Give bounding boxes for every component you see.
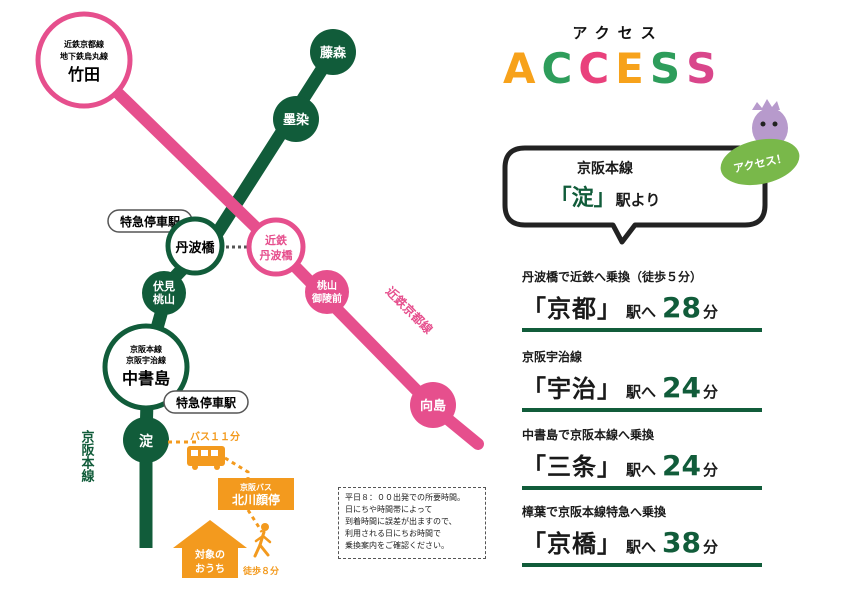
- station-sumizome: 墨染: [273, 96, 319, 142]
- route-rule: [522, 328, 762, 332]
- route-minutes: 24: [662, 449, 701, 482]
- route-sub: 丹波橋で近鉄へ乗換（徒歩５分）: [522, 270, 703, 284]
- station-mukaijima: 向島: [410, 382, 456, 428]
- svg-text:地下鉄烏丸線: 地下鉄烏丸線: [60, 51, 108, 61]
- station-momoyama-goryomae: 桃山 御陵前: [305, 270, 349, 314]
- route-minutes: 28: [662, 291, 701, 324]
- svg-text:特急停車駅: 特急停車駅: [120, 214, 181, 229]
- access-letter: E: [615, 44, 644, 93]
- route-station: 「宇治」: [522, 375, 622, 403]
- access-letter: C: [578, 44, 610, 93]
- access-kana-title: アクセス: [572, 24, 664, 42]
- bubble-station: 「淀」駅より: [540, 180, 670, 212]
- svg-text:中書島: 中書島: [122, 369, 170, 388]
- svg-text:対象の: 対象の: [194, 548, 225, 561]
- timing-note: 平日８：００出発での所要時間。 日にちや時間帯によって 到着時間に誤差が出ますの…: [338, 487, 486, 559]
- route-sub: 樟葉で京阪本線特急へ乗換: [522, 505, 667, 519]
- kintetsu-line: [78, 54, 484, 450]
- route-minutes: 24: [662, 371, 701, 404]
- bubble-line-label: 京阪本線: [577, 161, 633, 177]
- svg-text:近鉄: 近鉄: [265, 233, 288, 247]
- svg-text:向島: 向島: [420, 398, 446, 414]
- svg-text:近鉄京都線: 近鉄京都線: [64, 39, 104, 49]
- express-tag-1: 特急停車駅: [107, 209, 193, 233]
- route-unit: 分: [702, 303, 718, 321]
- svg-text:桃山: 桃山: [317, 279, 337, 292]
- access-letter: S: [649, 44, 681, 93]
- walking-person-icon: [253, 523, 272, 558]
- svg-text:北川顔停: 北川顔停: [232, 492, 280, 507]
- svg-text:京阪本線: 京阪本線: [130, 344, 162, 354]
- route-station: 「三条」: [522, 453, 622, 481]
- svg-text:おうち: おうち: [195, 563, 225, 575]
- access-letter: A: [503, 44, 536, 93]
- svg-text:竹田: 竹田: [67, 65, 100, 84]
- station-kintetsu-tanbabashi: 近鉄 丹波橋: [246, 217, 306, 277]
- bus-route: バス１１分: [168, 430, 264, 533]
- route-rule: [522, 563, 762, 567]
- bus-icon: [187, 446, 225, 470]
- svg-text:丹波橋: 丹波橋: [175, 240, 215, 256]
- route-eki: 駅へ: [626, 461, 657, 479]
- route-rule: [522, 486, 762, 490]
- route-sub: 中書島で京阪本線へ乗換: [522, 428, 655, 442]
- svg-text:京阪バス: 京阪バス: [240, 482, 272, 492]
- station-takeda: 近鉄京都線 地下鉄烏丸線 竹田: [35, 11, 133, 109]
- route-eki: 駅へ: [626, 383, 657, 401]
- route-unit: 分: [702, 538, 718, 556]
- route-rule: [522, 408, 762, 412]
- route-station: 「京都」: [522, 295, 622, 323]
- svg-text:京阪宇治線: 京阪宇治線: [126, 355, 166, 365]
- svg-text:御陵前: 御陵前: [311, 292, 342, 305]
- express-tag-2: 特急停車駅: [163, 390, 249, 414]
- route-minutes: 38: [662, 526, 701, 559]
- svg-text:伏見: 伏見: [153, 279, 175, 293]
- walk-time: 徒歩８分: [242, 565, 279, 577]
- route-unit: 分: [702, 461, 718, 479]
- station-fushimi-momoyama: 伏見 桃山: [142, 271, 186, 315]
- route-unit: 分: [702, 383, 718, 401]
- access-badge: アクセス！: [720, 138, 800, 186]
- svg-text:特急停車駅: 特急停車駅: [176, 395, 237, 410]
- access-letter: C: [541, 44, 573, 93]
- mascot-icon: [752, 99, 788, 148]
- svg-text:墨染: 墨染: [283, 112, 310, 128]
- station-tanbabashi: 丹波橋: [165, 216, 225, 276]
- bus-stop-box: 京阪バス 北川顔停: [218, 478, 294, 510]
- origin-station: 「淀」: [549, 186, 616, 211]
- station-chushojima: 京阪本線 京阪宇治線 中書島: [102, 323, 190, 411]
- access-letter: S: [686, 44, 717, 93]
- station-yodo: 淀: [123, 417, 169, 463]
- svg-text:藤森: 藤森: [320, 45, 347, 61]
- svg-text:淀: 淀: [139, 433, 154, 450]
- house-icon: 対象の おうち: [173, 520, 247, 578]
- route-station: 「京橋」: [522, 530, 622, 558]
- svg-text:桃山: 桃山: [153, 292, 175, 306]
- keihan-line-label: 京阪本線: [79, 429, 95, 483]
- svg-text:バス１１分: バス１１分: [190, 430, 240, 443]
- kintetsu-line-label: 近鉄京都線: [383, 284, 436, 337]
- svg-text:丹波橋: 丹波橋: [260, 248, 294, 262]
- route-eki: 駅へ: [626, 303, 657, 321]
- route-sub: 京阪宇治線: [522, 350, 583, 364]
- origin-suffix: 駅より: [615, 191, 661, 209]
- route-eki: 駅へ: [626, 538, 657, 556]
- station-fujinomori: 藤森: [310, 29, 356, 75]
